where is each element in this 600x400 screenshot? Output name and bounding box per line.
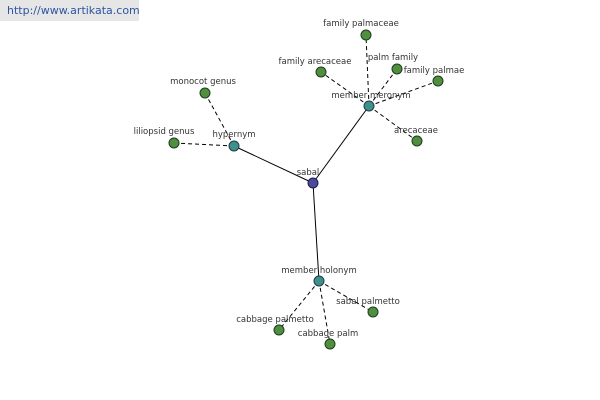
label-sabal: sabal bbox=[297, 168, 320, 178]
edge-holonym-cabbage-palm bbox=[318, 280, 331, 345]
label-cabbage-palmetto: cabbage palmetto bbox=[236, 315, 314, 325]
edge-sabal-member-holonym bbox=[312, 182, 320, 282]
node-monocot-genus[interactable] bbox=[199, 87, 211, 99]
label-family-palmae: family palmae bbox=[404, 66, 465, 76]
edge-meronym-family-palmaceae bbox=[365, 34, 370, 107]
label-family-palmaceae: family palmaceae bbox=[323, 19, 399, 29]
nodes-layer bbox=[168, 29, 444, 350]
node-sabal-palmetto[interactable] bbox=[367, 306, 379, 318]
url-banner[interactable]: http://www.artikata.com bbox=[0, 0, 140, 21]
node-family-arecaceae[interactable] bbox=[315, 66, 327, 78]
node-liliopsid-genus[interactable] bbox=[168, 137, 180, 149]
label-member-holonym: member holonym bbox=[281, 266, 356, 276]
edge-sabal-hypernym bbox=[233, 145, 314, 184]
label-palm-family: palm family bbox=[368, 53, 418, 63]
label-hypernym: hypernym bbox=[212, 130, 255, 140]
edge-holonym-sabal-palmetto bbox=[318, 280, 374, 313]
label-member-meronym: member meronym bbox=[331, 91, 410, 101]
edge-meronym-family-palmae bbox=[368, 80, 439, 107]
edges-layer bbox=[173, 34, 439, 345]
node-palm-family[interactable] bbox=[391, 63, 403, 75]
node-member-holonym[interactable] bbox=[313, 275, 325, 287]
edge-holonym-cabbage-palmetto bbox=[278, 280, 320, 331]
label-arecaceae: arecaceae bbox=[394, 126, 438, 136]
node-sabal[interactable] bbox=[307, 177, 319, 189]
label-family-arecaceae: family arecaceae bbox=[279, 57, 352, 67]
edge-meronym-arecaceae bbox=[368, 105, 418, 142]
node-hypernym[interactable] bbox=[228, 140, 240, 152]
edge-meronym-palm-family bbox=[368, 68, 398, 107]
node-cabbage-palm[interactable] bbox=[324, 338, 336, 350]
node-family-palmaceae[interactable] bbox=[360, 29, 372, 41]
label-monocot-genus: monocot genus bbox=[170, 77, 236, 87]
label-cabbage-palm: cabbage palm bbox=[298, 329, 358, 339]
labels-layer: sabal hypernym member meronym member hol… bbox=[134, 19, 465, 339]
label-sabal-palmetto: sabal palmetto bbox=[336, 297, 400, 307]
node-member-meronym[interactable] bbox=[363, 100, 375, 112]
node-family-palmae[interactable] bbox=[432, 75, 444, 87]
edge-sabal-member-meronym bbox=[312, 105, 370, 184]
node-arecaceae[interactable] bbox=[411, 135, 423, 147]
label-liliopsid-genus: liliopsid genus bbox=[134, 127, 195, 137]
edge-hypernym-liliopsid-genus bbox=[173, 142, 235, 147]
node-cabbage-palmetto[interactable] bbox=[273, 324, 285, 336]
edge-hypernym-monocot-genus bbox=[204, 92, 235, 147]
edge-meronym-family-arecaceae bbox=[320, 71, 370, 107]
